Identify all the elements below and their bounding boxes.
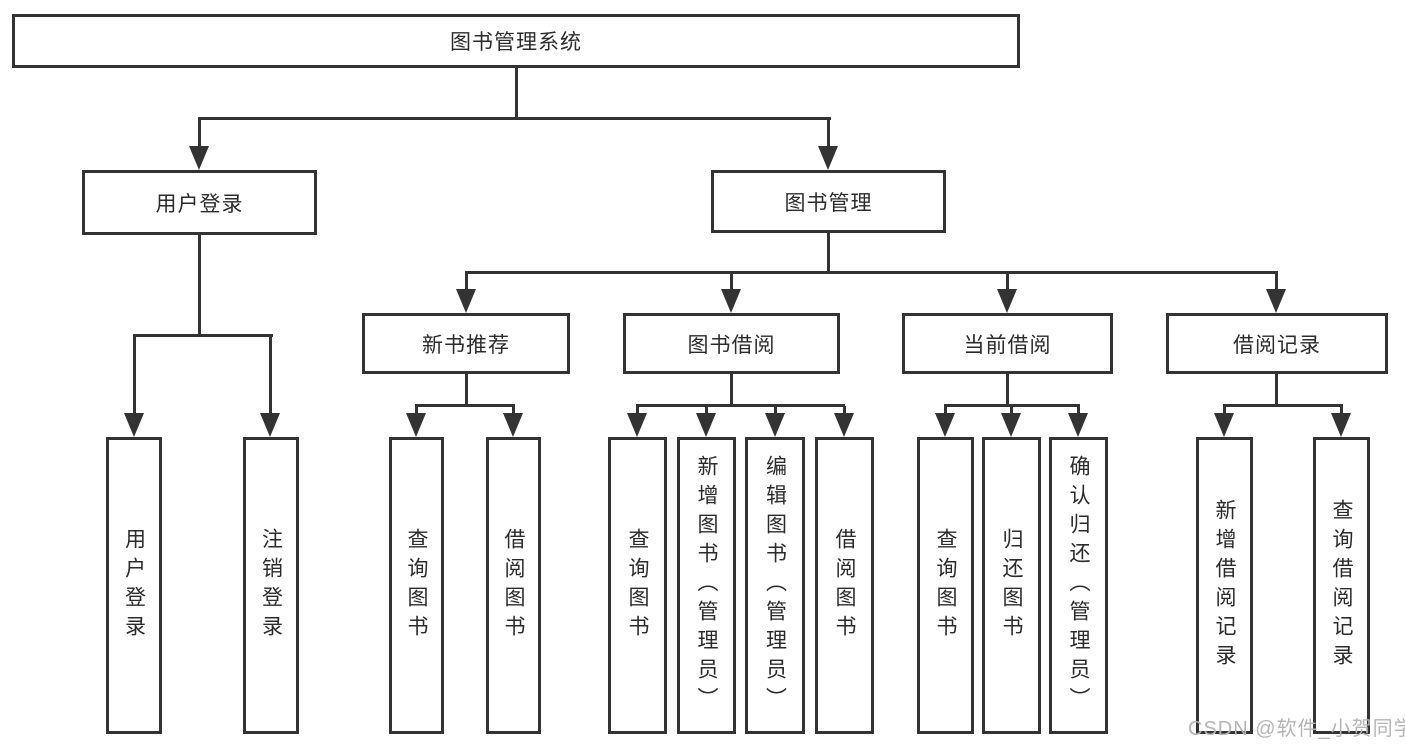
leaf-node-label: 查询图书 (405, 527, 428, 644)
leaf-node-add-books-admin: 新增图书（管理员） (677, 437, 736, 734)
connector-line (705, 406, 708, 414)
connector-line (133, 336, 136, 413)
connector-line (843, 406, 846, 414)
connector-line (515, 68, 518, 118)
group-node-book-borrowing: 图书借阅 (623, 313, 840, 374)
leaf-node-label: 确认归还（管理员） (1067, 455, 1090, 716)
connector-line (198, 235, 201, 335)
connector-line (1006, 273, 1009, 289)
connector-line (269, 336, 272, 413)
arrow-down-icon (935, 413, 955, 437)
arrow-down-icon (696, 413, 716, 437)
connector-line (1275, 273, 1278, 289)
connector-line (827, 233, 830, 272)
arrow-down-icon (997, 289, 1017, 313)
leaf-node-label: 编辑图书（管理员） (763, 455, 787, 716)
leaf-node-label: 查询图书 (934, 527, 957, 644)
connector-line (774, 406, 777, 414)
connector-line (730, 374, 733, 407)
leaf-node-query-books: 查询图书 (917, 437, 974, 734)
connector-line (465, 273, 468, 289)
arrow-down-icon (834, 413, 854, 437)
connector-line (730, 273, 733, 289)
arrow-down-icon (124, 413, 144, 437)
arrow-down-icon (627, 413, 647, 437)
arrow-down-icon (1266, 289, 1286, 313)
connector-line (944, 406, 947, 414)
connector-line (1275, 374, 1278, 407)
leaf-node-query-borrow-record: 查询借阅记录 (1313, 437, 1370, 734)
arrow-down-icon (1214, 413, 1234, 437)
leaf-node-label: 查询图书 (626, 527, 649, 644)
arrow-down-icon (721, 289, 741, 313)
group-node-borrowing-records: 借阅记录 (1166, 313, 1388, 374)
connector-line (512, 406, 515, 414)
connector-line (827, 119, 830, 148)
connector-line (944, 404, 1080, 407)
connector-line (1077, 406, 1080, 414)
branch-node-label: 用户登录 (155, 192, 244, 216)
group-node-label: 图书借阅 (687, 333, 776, 357)
leaf-node-return-books: 归还图书 (982, 437, 1041, 734)
leaf-node-label: 借阅图书 (502, 527, 525, 644)
leaf-node-label: 用户登录 (122, 527, 146, 644)
group-node-label: 新书推荐 (422, 333, 510, 357)
watermark: CSDN @软件_小贺同学 (1188, 718, 1405, 740)
arrow-down-icon (765, 413, 785, 437)
connector-line (198, 119, 201, 148)
arrow-down-icon (1001, 413, 1021, 437)
branch-node-label: 图书管理 (784, 191, 873, 215)
arrow-down-icon (406, 413, 426, 437)
group-node-current-borrowing: 当前借阅 (902, 313, 1113, 374)
connector-line (1340, 406, 1343, 414)
group-node-label: 当前借阅 (963, 333, 1052, 357)
leaf-node-add-borrow-record: 新增借阅记录 (1196, 437, 1253, 734)
root-node-library-management-system: 图书管理系统 (12, 14, 1020, 68)
connector-line (465, 271, 1278, 274)
branch-node-user-login: 用户登录 (82, 170, 317, 235)
connector-line (1006, 374, 1009, 407)
root-node-label: 图书管理系统 (450, 31, 582, 54)
connector-line (198, 117, 831, 120)
leaf-node-logout: 注销登录 (243, 437, 299, 734)
connector-line (415, 404, 515, 407)
group-node-label: 借阅记录 (1233, 333, 1321, 357)
leaf-node-borrow-books: 借阅图书 (815, 437, 874, 734)
connector-line (415, 406, 418, 414)
arrow-down-icon (503, 413, 523, 437)
arrow-down-icon (818, 146, 838, 170)
connector-line (465, 374, 468, 407)
leaf-node-borrow-books: 借阅图书 (486, 437, 541, 734)
connector-line (1223, 404, 1343, 407)
leaf-node-confirm-return-admin: 确认归还（管理员） (1049, 437, 1108, 734)
leaf-node-label: 新增借阅记录 (1213, 498, 1236, 673)
connector-line (636, 404, 845, 407)
leaf-node-label: 查询借阅记录 (1330, 498, 1353, 673)
arrow-down-icon (1331, 413, 1351, 437)
arrow-down-icon (1068, 413, 1088, 437)
arrow-down-icon (260, 413, 280, 437)
leaf-node-user-login: 用户登录 (106, 437, 162, 734)
leaf-node-label: 借阅图书 (833, 527, 856, 644)
leaf-node-query-books: 查询图书 (608, 437, 667, 734)
leaf-node-label: 注销登录 (259, 527, 283, 644)
leaf-node-edit-books-admin: 编辑图书（管理员） (745, 437, 805, 734)
connector-line (1010, 406, 1013, 414)
leaf-node-label: 归还图书 (1000, 527, 1023, 644)
leaf-node-query-books: 查询图书 (389, 437, 444, 734)
connector-line (636, 406, 639, 414)
branch-node-book-management: 图书管理 (711, 170, 946, 233)
arrow-down-icon (189, 146, 209, 170)
connector-line (133, 334, 273, 337)
leaf-node-label: 新增图书（管理员） (695, 455, 718, 716)
group-node-new-book-recommendation: 新书推荐 (362, 313, 570, 374)
arrow-down-icon (456, 289, 476, 313)
connector-line (1223, 406, 1226, 414)
